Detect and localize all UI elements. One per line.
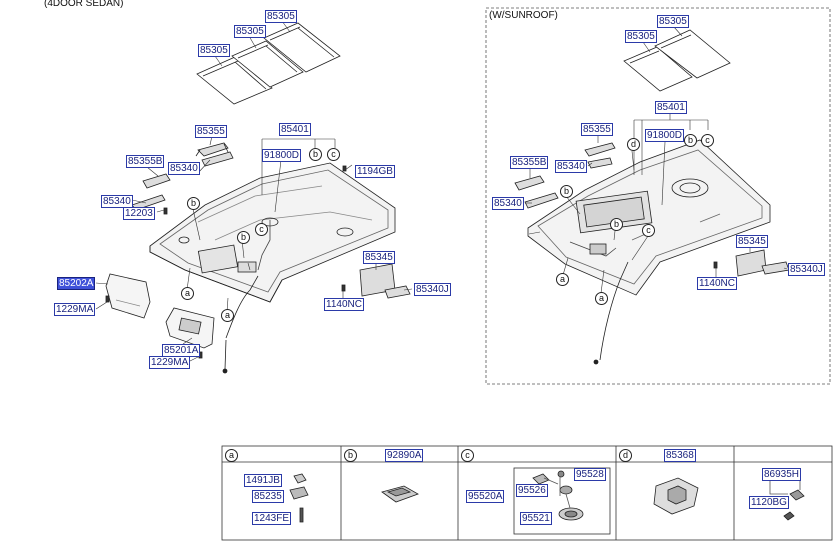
part-label-85305[interactable]: 85305: [234, 25, 266, 38]
part-label-1140nc[interactable]: 1140NC: [324, 298, 364, 311]
part-label-85340j[interactable]: 85340J: [414, 283, 451, 296]
part-label-1140nc[interactable]: 1140NC: [697, 277, 737, 290]
callout-b: b: [610, 218, 623, 231]
part-label-85401[interactable]: 85401: [279, 123, 311, 136]
callout-a: a: [556, 273, 569, 286]
insulation-pad-right-1: [623, 46, 693, 92]
part-label-95520a[interactable]: 95520A: [466, 490, 505, 503]
part-label-85345[interactable]: 85345: [736, 235, 768, 248]
assist-handle-left-4: [201, 151, 234, 167]
grab-bracket-left: [359, 263, 411, 299]
insulation-pad-right-2: [654, 29, 731, 79]
callout-c: c: [701, 134, 714, 147]
part-label-1194gb[interactable]: 1194GB: [355, 165, 395, 178]
part-label-1243fe[interactable]: 1243FE: [252, 512, 292, 525]
part-label-91800d[interactable]: 91800D: [645, 129, 685, 142]
insulation-pad-left-3: [263, 22, 341, 73]
part-label-1491jb[interactable]: 1491JB: [244, 474, 282, 487]
headliner-right: [527, 139, 771, 365]
table-section-b: b: [344, 449, 357, 462]
part-label-85305[interactable]: 85305: [198, 44, 230, 57]
part-label-85340[interactable]: 85340: [168, 162, 200, 175]
sunroof-frame: [485, 7, 831, 385]
callout-b: b: [560, 185, 573, 198]
part-label-85305[interactable]: 85305: [657, 15, 689, 28]
part-label-85355b[interactable]: 85355B: [510, 156, 549, 169]
part-label-85340[interactable]: 85340: [492, 197, 524, 210]
title-4door-sedan: (4DOOR SEDAN): [44, 0, 124, 9]
part-label-85355[interactable]: 85355: [195, 125, 227, 138]
insulation-pad-left-1: [196, 56, 273, 105]
part-label-85202a[interactable]: 85202A: [57, 277, 96, 290]
callout-d: d: [627, 138, 640, 151]
part-label-86935h[interactable]: 86935H: [762, 468, 802, 481]
part-label-1120bg[interactable]: 1120BG: [749, 496, 789, 509]
headliner-left: [149, 162, 396, 374]
assist-handle-right-1: [584, 142, 616, 157]
callout-a: a: [181, 287, 194, 300]
assist-handle-right-2: [514, 175, 545, 191]
sun-visor-left-upper: [105, 273, 151, 319]
part-label-85305[interactable]: 85305: [625, 30, 657, 43]
part-label-1229ma[interactable]: 1229MA: [54, 303, 96, 316]
callout-a: a: [221, 309, 234, 322]
part-label-85340[interactable]: 85340: [101, 195, 133, 208]
assist-handle-left-1: [195, 142, 229, 157]
part-label-12203[interactable]: 12203: [123, 207, 155, 220]
part-label-85340[interactable]: 85340: [555, 160, 587, 173]
part-label-85355[interactable]: 85355: [581, 123, 613, 136]
callout-b: b: [309, 148, 322, 161]
part-label-92890a[interactable]: 92890A: [385, 449, 424, 462]
part-label-95526[interactable]: 95526: [516, 484, 548, 497]
callout-b: b: [187, 197, 200, 210]
callout-c: c: [642, 224, 655, 237]
reference-table: [221, 445, 833, 541]
callout-c: c: [255, 223, 268, 236]
part-label-91800d[interactable]: 91800D: [262, 149, 302, 162]
part-label-85235[interactable]: 85235: [252, 490, 284, 503]
callout-c: c: [327, 148, 340, 161]
part-label-95521[interactable]: 95521: [520, 512, 552, 525]
assist-handle-right-4: [587, 157, 613, 169]
screws-right: [713, 261, 718, 269]
part-label-85340j[interactable]: 85340J: [788, 263, 825, 276]
table-section-d: d: [619, 449, 632, 462]
part-label-85305[interactable]: 85305: [265, 10, 297, 23]
assist-handle-left-2: [142, 173, 171, 189]
part-label-95528[interactable]: 95528: [574, 468, 606, 481]
table-section-a: a: [225, 449, 238, 462]
grab-bracket-right: [735, 249, 790, 277]
assist-handle-right-3: [524, 192, 559, 209]
title-sunroof: (W/SUNROOF): [489, 10, 558, 21]
screws-left: [105, 165, 347, 359]
callout-b: b: [684, 134, 697, 147]
part-label-85355b[interactable]: 85355B: [126, 155, 165, 168]
table-part-drawings: [289, 470, 805, 523]
callout-b: b: [237, 231, 250, 244]
part-label-85401[interactable]: 85401: [655, 101, 687, 114]
callout-a: a: [595, 292, 608, 305]
sun-visor-left-lower: [165, 307, 215, 349]
part-label-85345[interactable]: 85345: [363, 251, 395, 264]
part-label-85368[interactable]: 85368: [664, 449, 696, 462]
part-label-1229ma[interactable]: 1229MA: [149, 356, 191, 369]
table-section-c: c: [461, 449, 474, 462]
